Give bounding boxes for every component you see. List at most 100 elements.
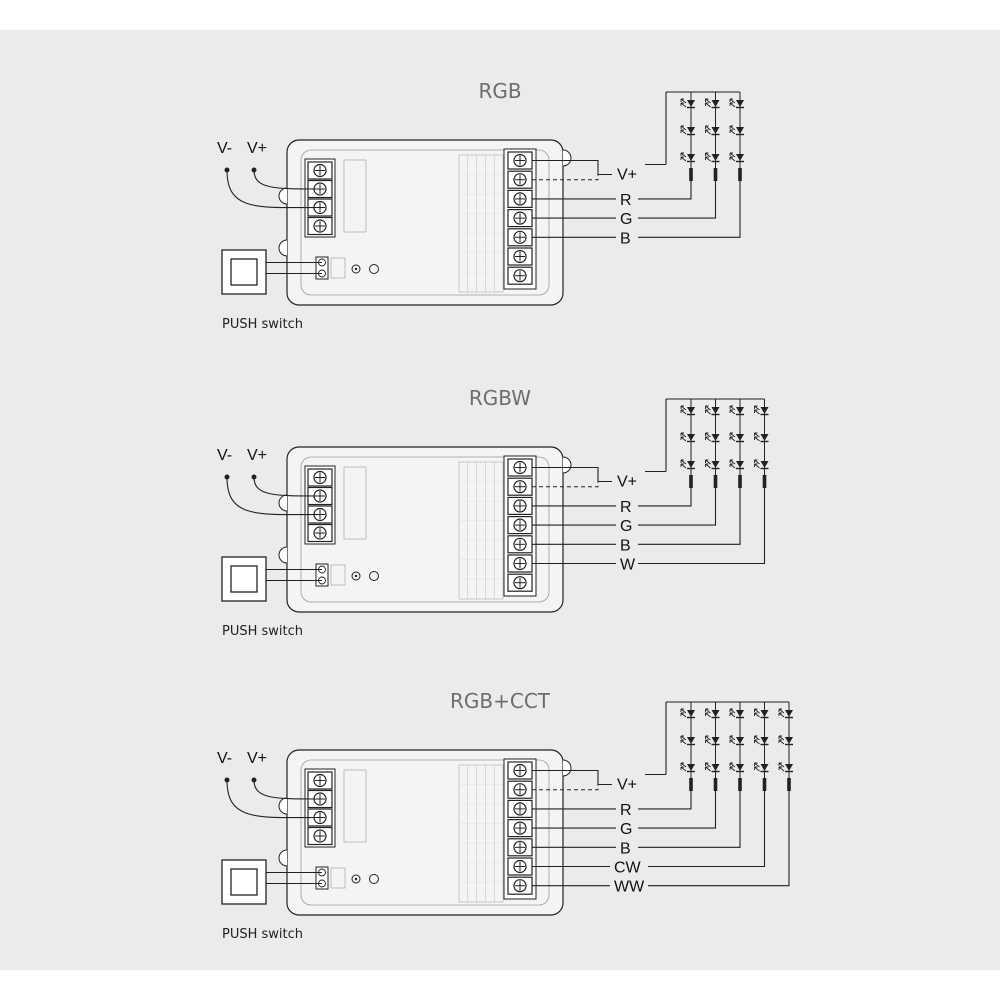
mount-notch [562,759,572,777]
led-diode-icon [760,434,769,441]
wire-channel-led [638,181,741,238]
wire-v-plus [253,476,321,497]
led-resistor [787,778,791,791]
led-diode-icon [711,710,720,717]
status-led-icon [351,874,361,884]
wire-channel-led [638,791,717,829]
led-diode-icon [736,100,744,107]
led-diode-icon [760,737,769,744]
led-diode-icon [711,764,720,771]
output-label-b: B [620,537,631,554]
mount-notch [278,239,288,257]
output-label-r: R [620,192,632,209]
mount-notch [278,187,288,205]
led-diode-icon [785,737,793,744]
switch-terminal [315,256,329,280]
wire-v-plus [253,169,321,190]
led-diode-icon [736,461,744,468]
wire-channel-led [638,488,692,507]
output-label-r: R [620,499,632,516]
input-silkscreen [343,466,367,540]
button-icon [369,264,379,274]
wire-v-plus-out [532,466,612,483]
mount-notch [278,797,288,815]
wire-channel-led [638,488,717,526]
output-label-r: R [620,802,632,819]
wire-v-plus [253,779,321,800]
status-led-icon [351,264,361,274]
mount-notch [278,849,288,867]
output-label-v-plus: V+ [617,474,637,491]
led-diode-icon [687,434,695,441]
led-resistor [713,475,718,488]
label-v-minus: V- [217,447,232,464]
led-diode-icon [736,764,744,771]
push-switch-button [230,258,258,286]
wire-v-plus-out [532,159,612,176]
led-diode-icon [711,737,720,744]
label-v-plus: V+ [247,447,267,464]
output-silkscreen [458,154,504,293]
led-diode-icon [687,154,695,161]
led-diode-icon [687,710,695,717]
wire-v-plus-out [532,769,612,786]
input-silkscreen [343,159,367,233]
wire-channel-led [638,791,692,810]
led-resistor [738,778,742,791]
led-diode-icon [736,710,744,717]
led-diode-icon [736,407,744,414]
output-silkscreen [458,764,504,903]
push-switch-label: PUSH switch [222,927,303,942]
output-label-g: G [620,518,632,535]
wire-channel-led [638,488,741,545]
led-resistor [689,168,693,181]
diagram-title: RGB [478,79,521,103]
led-resistor [689,778,693,791]
led-diode-icon [736,737,744,744]
wire-channel-led [638,181,692,200]
led-diode-icon [760,461,769,468]
label-v-minus: V- [217,750,232,767]
mount-notch [562,456,572,474]
diagram-title: RGB+CCT [450,689,551,713]
led-diode-icon [760,407,769,414]
led-resistor [762,475,767,488]
wire-v-minus [226,169,321,209]
led-diode-icon [711,154,720,161]
wire-channel-led [638,791,741,848]
led-resistor [689,475,693,488]
led-diode-icon [760,710,769,717]
push-switch-button [230,565,258,593]
wire-v-plus-dashed [532,784,599,791]
led-diode-icon [711,434,720,441]
led-diode-icon [711,407,720,414]
mount-notch [562,149,572,167]
led-resistor [762,778,767,791]
wire-v-plus-dashed [532,174,599,181]
led-diode-icon [711,461,720,468]
output-label-v-plus: V+ [617,167,637,184]
led-diode-icon [760,764,769,771]
led-diode-icon [687,127,695,134]
led-diode-icon [711,100,720,107]
switch-terminal [315,563,329,587]
output-label-ww: WW [614,879,645,896]
label-v-minus: V- [217,140,232,157]
led-diode-icon [736,127,744,134]
led-resistor [738,168,742,181]
output-label-cw: CW [614,860,642,877]
diagram-title: RGBW [469,386,531,410]
led-diode-icon [785,764,793,771]
wire-v-minus [226,779,321,819]
switch-terminal [315,866,329,890]
push-switch-label: PUSH switch [222,317,303,332]
output-label-v-plus: V+ [617,777,637,794]
wire-v-plus-dashed [532,481,599,488]
wire-v-minus [226,476,321,516]
led-resistor [713,168,718,181]
input-silkscreen [343,769,367,843]
